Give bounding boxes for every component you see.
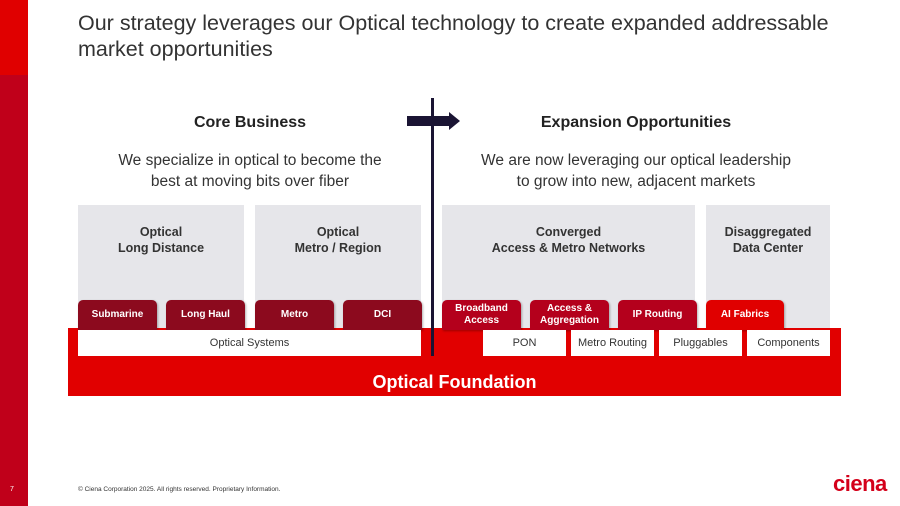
copyright: © Ciena Corporation 2025. All rights res…: [78, 486, 281, 493]
divider-line: [431, 98, 434, 356]
side-accent-bar: [0, 0, 28, 75]
pill-ip-routing: IP Routing: [618, 300, 697, 330]
expansion-heading: Expansion Opportunities: [540, 114, 732, 131]
pill-long-haul: Long Haul: [166, 300, 245, 330]
pluggables-box: Pluggables: [659, 330, 742, 356]
pill-ai-fabrics: AI Fabrics: [706, 300, 784, 330]
metro-routing-box: Metro Routing: [571, 330, 654, 356]
pill-metro: Metro: [255, 300, 334, 330]
pill-access-aggregation: Access & Aggregation: [530, 300, 609, 330]
pill-submarine: Submarine: [78, 300, 157, 330]
ciena-logo: ciena: [833, 471, 887, 496]
optical-foundation-label: Optical Foundation: [372, 372, 537, 392]
pon-box: PON: [483, 330, 566, 356]
page-number: 7: [10, 486, 14, 493]
pill-dci: DCI: [343, 300, 422, 330]
expansion-description: We are now leveraging our optical leader…: [481, 152, 791, 190]
arrow-right-icon: [407, 112, 460, 130]
slide-title: Our strategy leverages our Optical techn…: [78, 11, 829, 61]
components-box: Components: [747, 330, 830, 356]
optical-systems-box: Optical Systems: [78, 330, 421, 356]
side-accent-bar-lower: [0, 75, 28, 506]
pill-broadband-access: Broadband Access: [442, 300, 521, 330]
core-business-heading: Core Business: [193, 114, 307, 131]
